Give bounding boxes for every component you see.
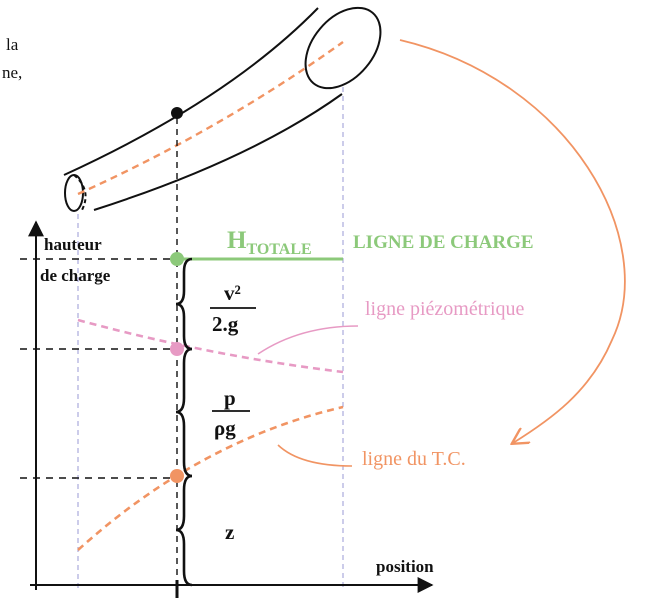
elevation-term: z — [225, 520, 234, 544]
y-axis-label-2: de charge — [40, 266, 111, 285]
orange-curved-arrow — [399, 39, 626, 443]
velocity-numerator: v² — [224, 281, 241, 305]
fragment-line-1: la — [6, 35, 19, 54]
pipe-point — [171, 107, 183, 119]
h-total-label: HTOTALE — [227, 227, 312, 258]
brace-velocity — [175, 257, 193, 351]
ligne-tc-label: ligne du T.C. — [362, 448, 466, 470]
piezometric-point — [170, 342, 184, 356]
pressure-numerator: p — [224, 386, 236, 410]
piezometric-line — [77, 318, 344, 374]
fragment-line-2: ne, — [2, 63, 22, 82]
piezometric-leader — [257, 325, 359, 355]
tc-leader — [277, 444, 353, 467]
h-subscript: TOTALE — [246, 241, 311, 258]
brace-elevation — [175, 474, 193, 587]
y-axis-label-1: hauteur — [44, 235, 102, 254]
x-axis-label: position — [376, 557, 434, 576]
ligne-de-charge-label: LIGNE DE CHARGE — [353, 232, 534, 253]
pipe-centerline — [77, 41, 344, 196]
pipe — [63, 6, 382, 212]
h-main: H — [227, 227, 247, 254]
tc-line — [77, 405, 344, 551]
pipe-outlet-ellipse — [304, 6, 382, 90]
velocity-denominator: 2.g — [212, 312, 239, 336]
tc-point — [170, 469, 184, 483]
brace-pressure — [175, 347, 193, 478]
ligne-piezometrique-label: ligne piézométrique — [365, 298, 525, 320]
energy-point — [170, 252, 184, 266]
pressure-denominator: ρg — [214, 416, 236, 440]
